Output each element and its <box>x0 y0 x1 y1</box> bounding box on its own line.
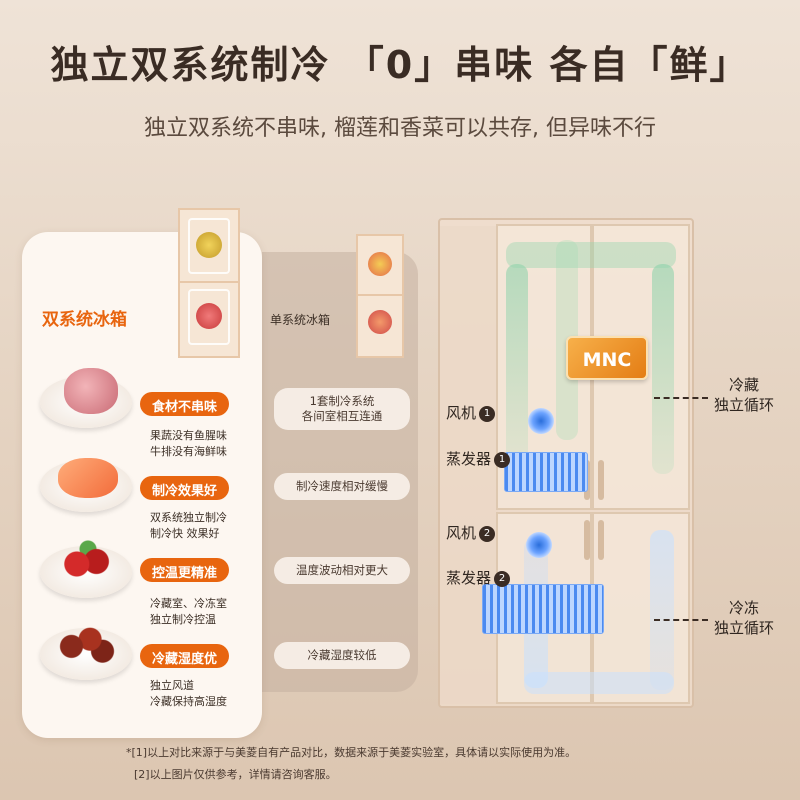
door-handle <box>598 460 604 500</box>
steak-icon <box>64 368 118 414</box>
single-system-mini-fridge <box>356 234 404 358</box>
fridge-cycle-line1: 冷藏 <box>729 376 760 394</box>
single-feature-line: 制冷速度相对缓慢 <box>296 479 388 493</box>
freezer-airflow-right <box>650 530 674 690</box>
headline: 独立双系统制冷 「0」串味 各自「鲜」 <box>50 43 750 87</box>
feature-desc: 独立制冷控温 <box>150 613 216 626</box>
evaporator-2 <box>482 584 604 634</box>
drawer-handle <box>598 520 604 560</box>
feature-desc: 独立风道 <box>150 679 194 692</box>
fan-1-icon <box>528 408 554 434</box>
mnc-logo: MNC <box>566 336 648 380</box>
mini-fridge-top <box>358 236 402 296</box>
fridge-airflow-up <box>506 264 528 484</box>
fridge-leader-line <box>654 397 708 399</box>
footnote-1: *[1]以上对比来源于与美菱自有产品对比，数据来源于美菱实验室，具体请以实际使用… <box>126 746 577 759</box>
feature-pill: 制冷效果好 <box>140 476 230 500</box>
feature-desc: 果蔬没有鱼腥味 <box>150 429 227 442</box>
single-feature-pill: 温度波动相对更大 <box>274 557 410 584</box>
jujube-icon <box>56 620 118 668</box>
fan-2-text: 风机 <box>446 524 477 542</box>
mini-fridge-bottom <box>358 296 402 356</box>
single-feature-line: 1套制冷系统 <box>309 394 375 408</box>
drawer-handle <box>584 520 590 560</box>
meat-icon <box>196 303 222 329</box>
number-badge: 1 <box>479 405 496 422</box>
feature-pill: 控温更精准 <box>140 558 230 582</box>
feature-pill: 冷藏湿度优 <box>140 644 230 668</box>
single-feature-pill: 冷藏湿度较低 <box>274 642 410 669</box>
single-feature-pill: 1套制冷系统 各间室相互连通 <box>274 388 410 430</box>
freezer-airflow-bottom <box>524 672 674 694</box>
feature-desc: 牛排没有海鲜味 <box>150 445 227 458</box>
fridge-airflow-top <box>506 242 676 268</box>
fridge-airflow-down <box>652 264 674 474</box>
single-feature-line: 各间室相互连通 <box>301 409 383 423</box>
feature-desc: 制冷快 效果好 <box>150 527 220 540</box>
feature-desc: 双系统独立制冷 <box>150 511 227 524</box>
single-system-title: 单系统冰箱 <box>270 313 331 327</box>
freezer-leader-line <box>654 619 708 621</box>
footnote-2: [2]以上图片仅供参考，详情请咨询客服。 <box>134 768 337 781</box>
mini-fridge-top <box>180 210 238 283</box>
number-badge: 2 <box>494 570 511 587</box>
feature-desc: 冷藏室、冷冻室 <box>150 597 227 610</box>
salmon-icon <box>58 458 118 498</box>
single-feature-line: 冷藏湿度较低 <box>307 648 377 662</box>
feature-desc: 冷藏保持高湿度 <box>150 695 227 708</box>
fridge-cycle-note: 冷藏 独立循环 <box>714 375 774 415</box>
fridge-cycle-line2: 独立循环 <box>714 396 775 414</box>
dual-system-title: 双系统冰箱 <box>42 310 127 330</box>
evaporator-1 <box>504 452 588 492</box>
evaporator-1-text: 蒸发器 <box>446 450 492 468</box>
airflow-ring <box>188 289 230 345</box>
single-feature-pill: 制冷速度相对缓慢 <box>274 473 410 500</box>
number-badge: 1 <box>494 451 511 468</box>
freezer-cycle-note: 冷冻 独立循环 <box>714 598 774 638</box>
mixed-odor-icon <box>368 310 392 334</box>
fan-1-text: 风机 <box>446 404 477 422</box>
dual-system-mini-fridge <box>178 208 240 358</box>
cherries-icon <box>60 534 116 584</box>
airflow-ring <box>188 218 230 274</box>
mini-fridge-bottom <box>180 283 238 356</box>
single-feature-line: 温度波动相对更大 <box>296 563 388 577</box>
freezer-cycle-line2: 独立循环 <box>714 619 775 637</box>
fan-2-icon <box>526 532 552 558</box>
number-badge: 2 <box>479 525 496 542</box>
mixed-odor-icon <box>368 252 392 276</box>
freezer-cycle-line1: 冷冻 <box>729 599 760 617</box>
evaporator-2-text: 蒸发器 <box>446 569 492 587</box>
subline: 独立双系统不串味, 榴莲和香菜可以共存, 但异味不行 <box>144 116 656 141</box>
durian-icon <box>196 232 222 258</box>
feature-pill: 食材不串味 <box>140 392 230 416</box>
